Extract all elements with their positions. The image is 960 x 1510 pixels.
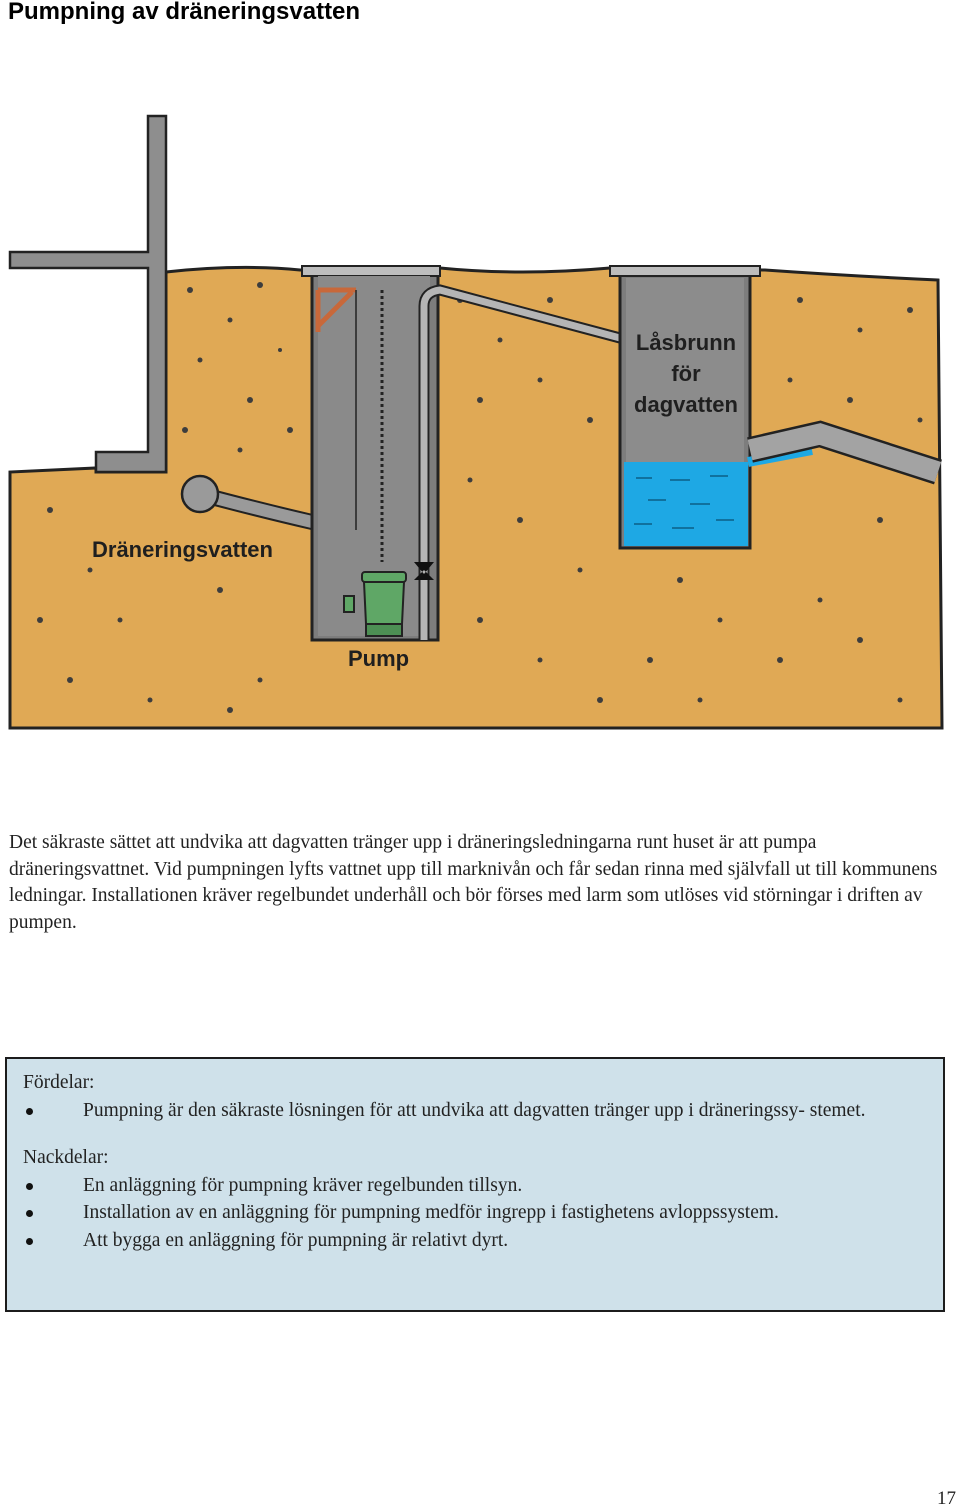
soil-speckles — [37, 282, 923, 713]
lock-well-label-line2: för — [671, 361, 701, 386]
drainage-water-label: Dräneringsvatten — [92, 537, 273, 562]
list-item: Installation av en anläggning för pumpni… — [23, 1199, 929, 1227]
bullet-icon — [26, 1182, 33, 1190]
body-paragraph: Det säkraste sättet att undvika att dagv… — [9, 832, 938, 933]
page-number: 17 — [937, 1488, 956, 1509]
drainage-pumping-illustration: Dräneringsvatten Pump Låsbrunn för dagva… — [8, 114, 944, 730]
page-heading: Pumpning av dräneringsvatten — [8, 0, 361, 25]
drain-pipe-end — [180, 474, 220, 514]
cons-item-text: En anläggning för pumpning kräver regelb… — [83, 1174, 523, 1196]
list-item: Pumpning är den säkraste lösningen för a… — [23, 1097, 929, 1125]
bullet-icon — [26, 1210, 33, 1217]
pump-label: Pump — [348, 646, 409, 671]
bullet-icon — [26, 1237, 33, 1245]
stormwater — [624, 462, 748, 546]
cons-list: En anläggning för pumpning kräver regelb… — [23, 1172, 929, 1255]
cons-item-text: Installation av en anläggning för pumpni… — [83, 1202, 779, 1223]
pump-well-lid — [301, 265, 441, 277]
check-valve-icon — [414, 562, 434, 580]
list-item: En anläggning för pumpning kräver regelb… — [23, 1172, 929, 1200]
bullet-icon — [26, 1107, 33, 1115]
lock-well-lid — [609, 265, 761, 277]
cons-item-text: Att bygga en anläggning för pumpning är … — [83, 1229, 509, 1251]
list-item: Att bygga en anläggning för pumpning är … — [23, 1227, 929, 1255]
cons-heading: Nackdelar: — [23, 1147, 109, 1168]
house-foundation — [8, 114, 168, 474]
lock-well-label-line3: dagvatten — [634, 392, 738, 417]
lock-well-label-line1: Låsbrunn — [636, 330, 736, 355]
pros-cons-box: Fördelar: Pumpning är den säkraste lösni… — [5, 1057, 945, 1312]
pros-item-text: Pumpning är den säkraste lösningen för a… — [83, 1099, 866, 1121]
pump-icon — [343, 571, 407, 637]
pros-heading: Fördelar: — [23, 1072, 95, 1093]
chain-bracket — [315, 287, 356, 332]
pros-list: Pumpning är den säkraste lösningen för a… — [23, 1097, 929, 1125]
